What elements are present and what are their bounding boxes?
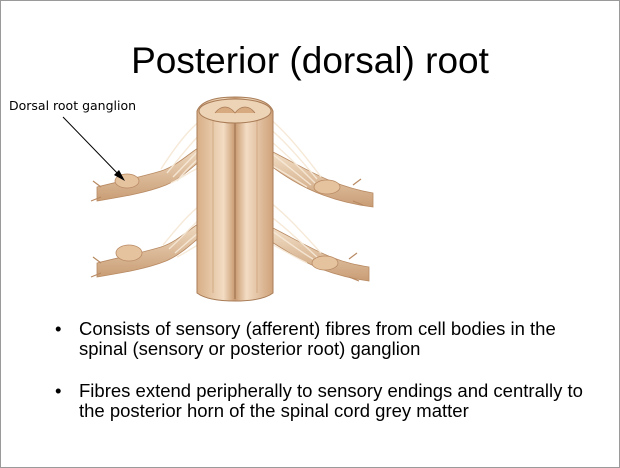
annotation-arrow bbox=[62, 116, 122, 178]
spinal-cord bbox=[196, 96, 274, 302]
arrow-head bbox=[114, 170, 125, 181]
bullet-item: • Consists of sensory (afferent) fibres … bbox=[49, 319, 609, 359]
spinal-cord-illustration bbox=[62, 96, 374, 302]
slide-title: Posterior (dorsal) root bbox=[131, 40, 489, 81]
bullet-text: Consists of sensory (afferent) fibres fr… bbox=[79, 318, 556, 359]
bullet-list: • Consists of sensory (afferent) fibres … bbox=[49, 319, 609, 421]
bullet-text: Fibres extend peripherally to sensory en… bbox=[79, 380, 583, 421]
bullet-marker: • bbox=[55, 318, 62, 339]
bullet-item: • Fibres extend peripherally to sensory … bbox=[49, 381, 609, 421]
upper-nerve-right bbox=[266, 150, 374, 208]
lower-nerve-right bbox=[266, 226, 370, 282]
bullet-marker: • bbox=[55, 380, 62, 401]
dorsal-root-ganglion-label: Dorsal root ganglion bbox=[9, 98, 137, 113]
lower-nerve-left bbox=[90, 218, 212, 278]
upper-nerve-left bbox=[90, 142, 212, 202]
